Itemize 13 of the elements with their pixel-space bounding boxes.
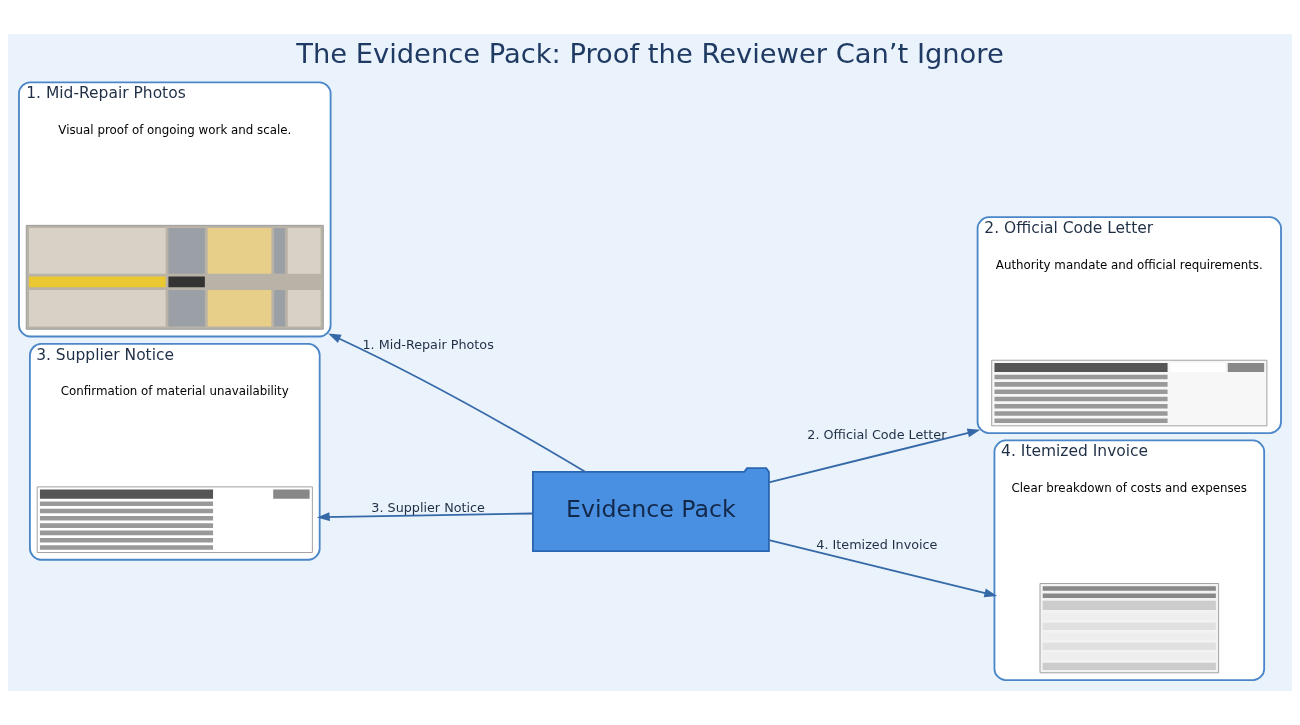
edge-label: 1. Mid-Repair Photos xyxy=(362,336,494,352)
edge-label: 3. Supplier Notice xyxy=(371,499,485,515)
diagram-title: The Evidence Pack: Proof the Reviewer Can’t Ignore xyxy=(296,38,1004,70)
node-label: Confirmation of material unavailability xyxy=(60,384,289,399)
arrow xyxy=(768,539,998,598)
node-label: Clear breakdown of costs and expenses xyxy=(1011,480,1248,495)
edge-label: 2. Official Code Letter xyxy=(807,426,947,442)
node-label: Authority mandate and official requirements. xyxy=(995,257,1263,272)
edge-label: 4. Itemized Invoice xyxy=(816,537,938,553)
arrow xyxy=(316,512,534,522)
arrow xyxy=(768,428,981,484)
arrow xyxy=(328,333,587,473)
node-label: Visual proof of ongoing work and scale. xyxy=(58,122,292,137)
